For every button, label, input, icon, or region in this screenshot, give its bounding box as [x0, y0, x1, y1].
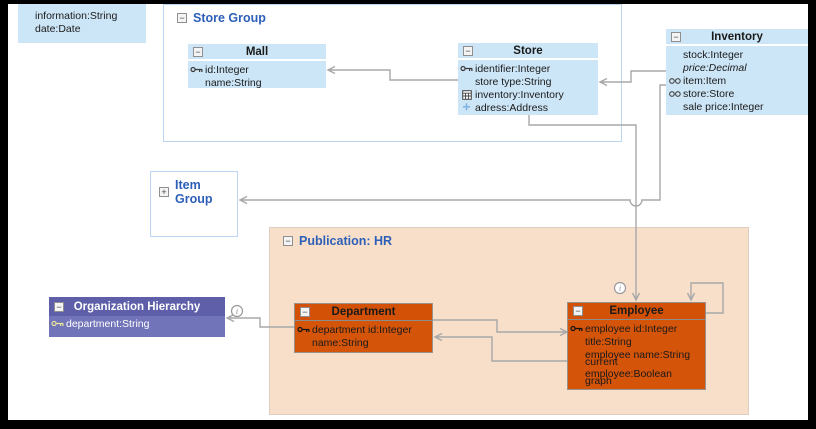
- attribute-text: sale price:Integer: [683, 100, 764, 113]
- attribute-text: id:Integer: [205, 63, 249, 76]
- attribute-text: store type:String: [475, 75, 552, 88]
- attribute-text: department id:Integer: [312, 323, 412, 336]
- reference-icon: [666, 90, 683, 98]
- address-icon: ✛: [462, 102, 471, 112]
- attribute-row[interactable]: ✛ adress:Address: [458, 101, 598, 114]
- attribute-text: name:String: [312, 336, 369, 349]
- attribute-text: identifier:Integer: [475, 62, 551, 75]
- attribute-text: inventory:Inventory: [475, 88, 564, 101]
- entity-title: Department: [331, 306, 396, 318]
- info-badge[interactable]: i: [230, 304, 244, 318]
- key-icon: [458, 64, 475, 73]
- attribute-text: stock:Integer: [683, 48, 744, 61]
- attribute-row[interactable]: department:String: [49, 317, 225, 330]
- attribute-row[interactable]: store:Store: [666, 87, 808, 100]
- attribute-text: adress:Address: [475, 101, 548, 114]
- attribute-row[interactable]: sale price:Integer: [666, 100, 808, 113]
- entity-employee[interactable]: − Employee employee id:Integer title:Str…: [567, 302, 706, 390]
- entity-fragment[interactable]: information:String date:Date: [18, 4, 146, 43]
- diagram-canvas: − Store Group + Item Group − Publication…: [8, 4, 808, 420]
- entity-title: Inventory: [711, 30, 763, 43]
- entity-inventory[interactable]: − Inventory stock:Integer price:Decimal …: [666, 29, 808, 115]
- collapse-minus-icon[interactable]: −: [671, 31, 681, 42]
- entity-title: Store: [513, 44, 543, 57]
- attribute-text: title:String: [585, 335, 632, 348]
- group-title: Store Group: [193, 11, 266, 25]
- attribute-row[interactable]: store type:String: [458, 75, 598, 88]
- attribute-row[interactable]: title:String: [568, 335, 705, 348]
- attribute-row[interactable]: information:String: [18, 9, 146, 22]
- table-icon: [458, 89, 475, 100]
- entity-title: Mall: [245, 45, 269, 58]
- attribute-row[interactable]: graph: [568, 374, 705, 387]
- group-title: Item Group: [175, 178, 213, 206]
- attribute-text: date:Date: [35, 22, 81, 35]
- collapse-minus-icon[interactable]: −: [54, 301, 64, 312]
- attribute-text: item:Item: [683, 74, 727, 87]
- entity-store[interactable]: − Store identifier:Integer store type:St…: [458, 43, 598, 115]
- key-icon: [49, 319, 66, 328]
- entity-title: Organization Hierarchy: [73, 300, 201, 313]
- attribute-row[interactable]: stock:Integer: [666, 48, 808, 61]
- collapse-minus-icon[interactable]: −: [193, 46, 203, 57]
- expand-plus-icon[interactable]: +: [159, 187, 169, 197]
- collapse-minus-icon[interactable]: −: [463, 45, 473, 56]
- attribute-text: employee name:String: [585, 348, 691, 361]
- collapse-minus-icon[interactable]: −: [177, 13, 187, 23]
- svg-text:i: i: [236, 307, 238, 316]
- reference-icon: [666, 77, 683, 85]
- attribute-row[interactable]: department id:Integer: [295, 323, 432, 336]
- attribute-row[interactable]: employee name:String: [568, 348, 705, 361]
- attribute-text: information:String: [35, 9, 118, 22]
- attribute-row[interactable]: identifier:Integer: [458, 62, 598, 75]
- attribute-text: current employee:Boolean: [585, 355, 672, 380]
- key-icon: [295, 325, 312, 334]
- attribute-row[interactable]: price:Decimal: [666, 61, 808, 74]
- attribute-row[interactable]: current employee:Boolean: [568, 356, 705, 380]
- attribute-row[interactable]: employee id:Integer: [568, 322, 705, 335]
- attribute-row[interactable]: name:String: [295, 336, 432, 349]
- group-title: Publication: HR: [299, 234, 393, 248]
- entity-title: Employee: [609, 305, 664, 317]
- entity-department[interactable]: − Department department id:Integer name:…: [294, 303, 433, 353]
- attribute-row[interactable]: name:String: [188, 76, 326, 89]
- attribute-row[interactable]: date:Date: [18, 22, 146, 35]
- collapse-minus-icon[interactable]: −: [283, 236, 293, 246]
- attribute-text: department:String: [66, 317, 150, 330]
- attribute-row[interactable]: inventory:Inventory: [458, 88, 598, 101]
- attribute-row[interactable]: item:Item: [666, 74, 808, 87]
- attribute-row[interactable]: id:Integer: [188, 63, 326, 76]
- attribute-text: name:String: [205, 76, 262, 89]
- key-icon: [568, 324, 585, 333]
- attribute-text: employee id:Integer: [585, 322, 678, 335]
- group-item-group[interactable]: + Item Group: [150, 171, 238, 237]
- collapse-minus-icon[interactable]: −: [573, 306, 583, 316]
- collapse-minus-icon[interactable]: −: [300, 307, 310, 317]
- attribute-text: store:Store: [683, 87, 735, 100]
- key-icon: [188, 65, 205, 74]
- entity-mall[interactable]: − Mall id:Integer name:String: [188, 44, 326, 89]
- attribute-text: graph: [585, 374, 612, 387]
- attribute-text: price:Decimal: [683, 61, 747, 74]
- entity-organization-hierarchy[interactable]: − Organization Hierarchy department:Stri…: [49, 297, 225, 337]
